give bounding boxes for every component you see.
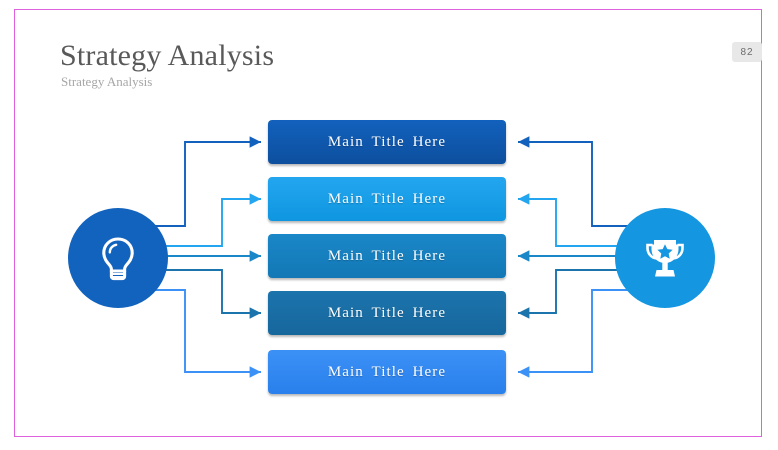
lightbulb-icon (102, 237, 134, 281)
process-bar-label: Main Title Here (327, 247, 447, 264)
process-bar[interactable]: Main Title Here (268, 291, 506, 335)
process-bar[interactable]: Main Title Here (268, 177, 506, 221)
trophy-icon (646, 240, 684, 277)
right-node-circle[interactable] (615, 208, 715, 308)
process-bar[interactable]: Main Title Here (268, 120, 506, 164)
left-node-circle[interactable] (68, 208, 168, 308)
process-bar[interactable]: Main Title Here (268, 234, 506, 278)
process-bar[interactable]: Main Title Here (268, 350, 506, 394)
page-subtitle: Strategy Analysis (61, 74, 153, 89)
page-title: Strategy Analysis (60, 39, 275, 72)
process-bar-label: Main Title Here (327, 304, 447, 321)
page-number-badge: 82 (732, 42, 762, 62)
star-glyph (657, 244, 673, 259)
process-bar-label: Main Title Here (327, 133, 447, 150)
process-bar-label: Main Title Here (327, 190, 447, 207)
process-bar-label: Main Title Here (327, 363, 447, 380)
